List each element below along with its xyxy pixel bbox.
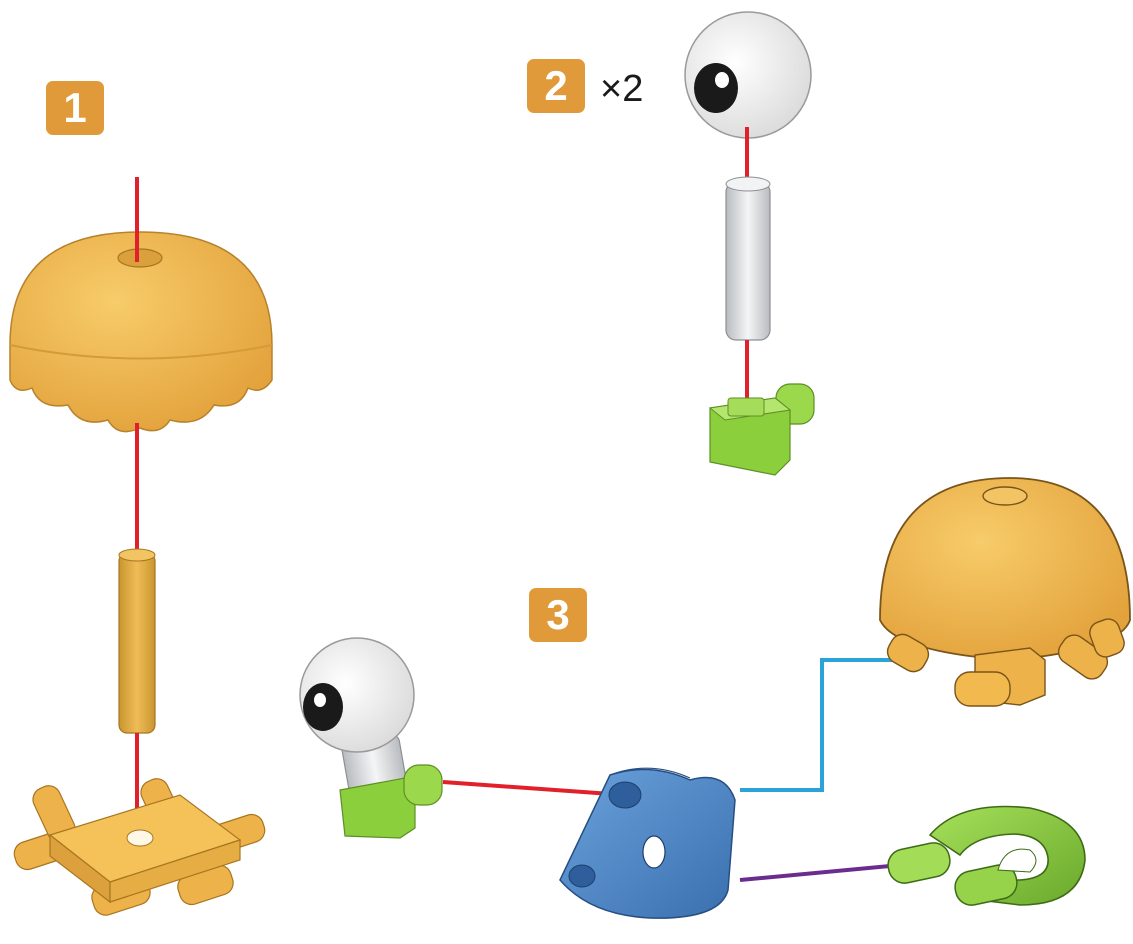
eye-ball xyxy=(684,11,812,139)
step-2-quantity: ×2 xyxy=(600,68,644,110)
green-u-piece xyxy=(887,805,1086,906)
orange-dome-shell xyxy=(9,231,273,433)
eye-stalk-assembly xyxy=(299,637,443,839)
blue-guide-line xyxy=(740,658,902,792)
orange-dome-with-pegs xyxy=(879,477,1131,707)
orange-rod xyxy=(118,548,156,734)
step-1-assembly xyxy=(9,177,273,916)
step-2-assembly xyxy=(684,11,815,476)
step-3-assembly xyxy=(299,477,1131,919)
blue-curved-piece xyxy=(559,767,736,919)
step-3-badge: 3 xyxy=(529,588,587,642)
step-2-badge: 2 xyxy=(527,59,585,113)
orange-cross-connector xyxy=(13,778,266,916)
step-1-badge: 1 xyxy=(46,81,104,135)
grey-rod xyxy=(725,176,771,341)
green-connector xyxy=(708,383,815,476)
purple-guide-line xyxy=(739,864,891,882)
red-guide-line xyxy=(442,780,626,797)
